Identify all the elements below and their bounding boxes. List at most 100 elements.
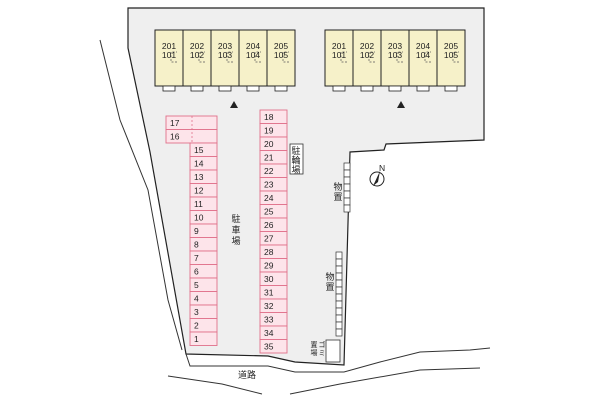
parking-space: 11 [189, 196, 218, 211]
unit-box [352, 29, 382, 87]
storage-shed [335, 293, 343, 302]
parking-space: 5 [189, 277, 218, 292]
storage-shed [343, 204, 351, 213]
unit-box [324, 29, 354, 87]
unit-number-upper: 205 [274, 41, 288, 51]
storage-shed [343, 197, 351, 206]
parking-space-number: 21 [264, 153, 274, 163]
storage-shed [335, 258, 343, 267]
parking-space: 18 [259, 109, 288, 124]
parking-space-box [189, 331, 218, 346]
parking-space-number: 23 [264, 180, 274, 190]
parking-space-number: 28 [264, 247, 274, 257]
unit-box [408, 29, 438, 87]
parking-space-number: 3 [194, 307, 199, 317]
parking-space: 1 [189, 331, 218, 346]
parking-space-number: 5 [194, 280, 199, 290]
stair-outline [226, 51, 233, 63]
parking-space-number: 27 [264, 234, 274, 244]
parking-space-number: 19 [264, 126, 274, 136]
parking-space: 15 [189, 142, 218, 157]
parking-space: 29 [259, 258, 288, 273]
parking-space: 3 [189, 304, 218, 319]
unit-number-lower: 104 [246, 50, 260, 60]
storage-shed [343, 162, 351, 171]
storage-shed [335, 286, 343, 295]
parking-space: 2 [189, 318, 218, 333]
parking-space: 19 [259, 123, 288, 138]
unit-porch [246, 85, 260, 92]
unit-number-upper: 203 [218, 41, 232, 51]
parking-space-number: 20 [264, 139, 274, 149]
garbage-label: ゴミ置場 [311, 340, 326, 357]
parking-space-number: 9 [194, 226, 199, 236]
stair-outline [396, 51, 403, 63]
parking-space: 24 [259, 190, 288, 205]
storage-shed [335, 251, 343, 260]
unit-number-lower: 101 [162, 50, 176, 60]
parking-space-number: 35 [264, 342, 274, 352]
stair-outline [198, 51, 205, 63]
road-edge-bottom [167, 375, 263, 395]
stair-outline [254, 51, 261, 63]
parking-lot-label: 駐車場 [231, 213, 240, 247]
parking-space-number: 17 [170, 118, 180, 128]
parking-space-number: 18 [264, 112, 274, 122]
parking-space: 12 [189, 183, 218, 198]
parking-space: 4 [189, 291, 218, 306]
stair-outline [170, 51, 177, 63]
road-edge-top [185, 347, 491, 373]
parking-space-number: 24 [264, 193, 274, 203]
parking-space: 20 [259, 136, 288, 151]
parking-space: 17 [165, 115, 218, 130]
unit-box [436, 29, 466, 87]
unit-porch [218, 85, 232, 92]
unit-number-upper: 201 [332, 41, 346, 51]
parking-space-number: 34 [264, 328, 274, 338]
parking-space-number: 7 [194, 253, 199, 263]
north-label: N [379, 163, 385, 173]
unit-number-lower: 105 [444, 50, 458, 60]
storage-shed [343, 169, 351, 178]
unit-porch [388, 85, 402, 92]
unit-number-lower: 103 [218, 50, 232, 60]
unit-porch [416, 85, 430, 92]
parking-space: 34 [259, 325, 288, 340]
parking-space: 32 [259, 298, 288, 313]
unit-porch [332, 85, 346, 92]
parking-space: 35 [259, 339, 288, 354]
parking-space: 9 [189, 223, 218, 238]
entrance-marker-right [397, 101, 405, 108]
parking-space-number: 30 [264, 274, 274, 284]
unit-number-lower: 103 [388, 50, 402, 60]
parking-space-number: 25 [264, 207, 274, 217]
parking-space-number: 13 [194, 172, 204, 182]
storage-shed [335, 272, 343, 281]
boundary-left [99, 39, 183, 351]
unit-number-upper: 205 [444, 41, 458, 51]
unit-porch [274, 85, 288, 92]
parking-space-number: 12 [194, 186, 204, 196]
storage-sheds-bottom [335, 251, 343, 337]
parking-space: 25 [259, 204, 288, 219]
parking-space: 16 [165, 129, 218, 144]
unit-number-upper: 204 [416, 41, 430, 51]
parking-space: 10 [189, 210, 218, 225]
unit-box [266, 29, 296, 87]
stair-outline [452, 51, 459, 63]
parking-space: 6 [189, 264, 218, 279]
parking-space-number: 10 [194, 213, 204, 223]
north-arrow: N [369, 163, 385, 187]
stair-outline [424, 51, 431, 63]
storage-shed [343, 183, 351, 192]
unit-number-lower: 102 [190, 50, 204, 60]
unit-porch [360, 85, 374, 92]
buildings: 2011012021022031032041042051052011012021… [154, 29, 466, 92]
parking-space-number: 32 [264, 301, 274, 311]
storage-sheds-top [343, 162, 351, 213]
